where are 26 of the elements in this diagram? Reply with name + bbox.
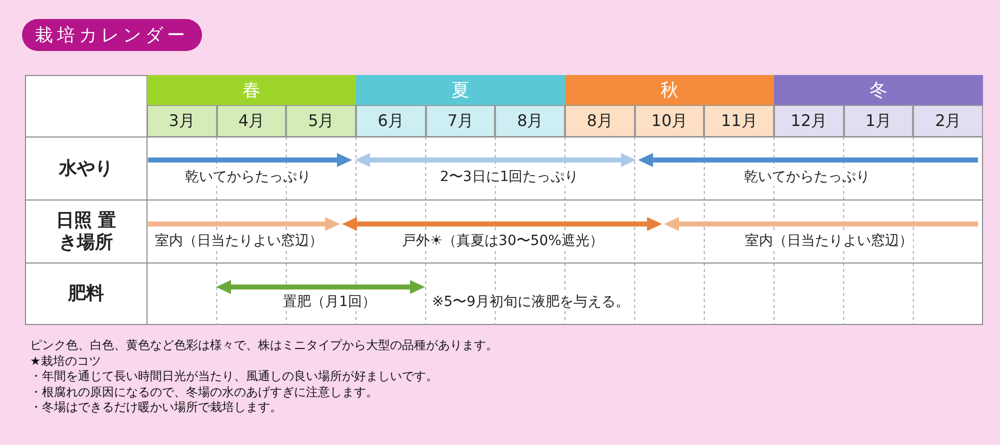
note-text: ピンク色、白色、黄色など色彩は様々で、株はミニタイプから大型の品種があります。 bbox=[30, 338, 498, 353]
month-cell: 4月 bbox=[216, 105, 286, 137]
month-cell: 10月 bbox=[634, 105, 704, 137]
month-cell: 2月 bbox=[913, 105, 983, 137]
month-cell: 1月 bbox=[844, 105, 914, 137]
note-text: ★栽培のコツ bbox=[30, 354, 101, 368]
season-header: 夏 bbox=[356, 75, 565, 105]
note-text: ・年間を通じて長い時間日光が当たり、風通しの良い場所が好ましいです。 bbox=[30, 369, 438, 384]
note-text: ・根腐れの原因になるので、冬場の水のあげすぎに注意します。 bbox=[30, 384, 378, 400]
row-header: 水やり bbox=[58, 156, 114, 180]
month-cell: 3月 bbox=[147, 105, 217, 137]
season-header: 春 bbox=[147, 75, 356, 105]
month-cell: 7月 bbox=[426, 105, 496, 137]
period-label: 室内（日当たりよい窓辺） bbox=[745, 232, 913, 250]
month-cell: 5月 bbox=[286, 105, 356, 137]
month-cell: 12月 bbox=[774, 105, 844, 137]
row-header: 肥料 bbox=[66, 282, 105, 306]
season-header: 冬 bbox=[774, 75, 983, 105]
title-pill: 栽培カレンダー bbox=[22, 19, 202, 51]
note-text: ・冬場はできるだけ暖かい場所で栽培します。 bbox=[30, 400, 282, 415]
season-header: 秋 bbox=[565, 75, 774, 105]
month-cell: 6月 bbox=[356, 105, 426, 137]
month-cell: 11月 bbox=[704, 105, 774, 137]
month-cell: 8月 bbox=[565, 105, 635, 137]
row-header: 日照 置き場所 bbox=[54, 208, 118, 254]
month-cell: 8月 bbox=[495, 105, 565, 137]
